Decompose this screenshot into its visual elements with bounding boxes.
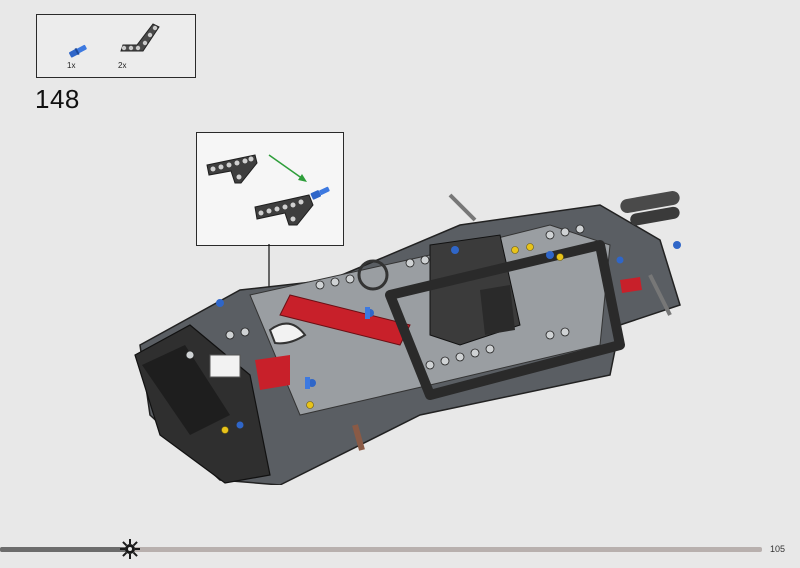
triangle-beam-icon <box>206 154 258 184</box>
part-qty-1: 1x <box>67 61 76 70</box>
page-number: 105 <box>770 544 786 554</box>
car-chassis-model-image <box>134 191 681 485</box>
blue-pin-icon <box>68 44 87 58</box>
triangle-beam-icon <box>254 194 314 226</box>
step-number: 148 <box>35 84 80 114</box>
blue-pin-icon <box>310 186 330 200</box>
gear-icon <box>119 539 140 559</box>
part-qty-2: 2x <box>118 61 127 70</box>
progress-fill <box>0 547 130 552</box>
parts-list: 1x 2x <box>36 14 196 78</box>
callout-assembly-icon <box>206 154 330 226</box>
callout-box <box>196 132 344 246</box>
progress-bar <box>0 547 762 552</box>
triangle-beam-icon <box>120 23 160 52</box>
